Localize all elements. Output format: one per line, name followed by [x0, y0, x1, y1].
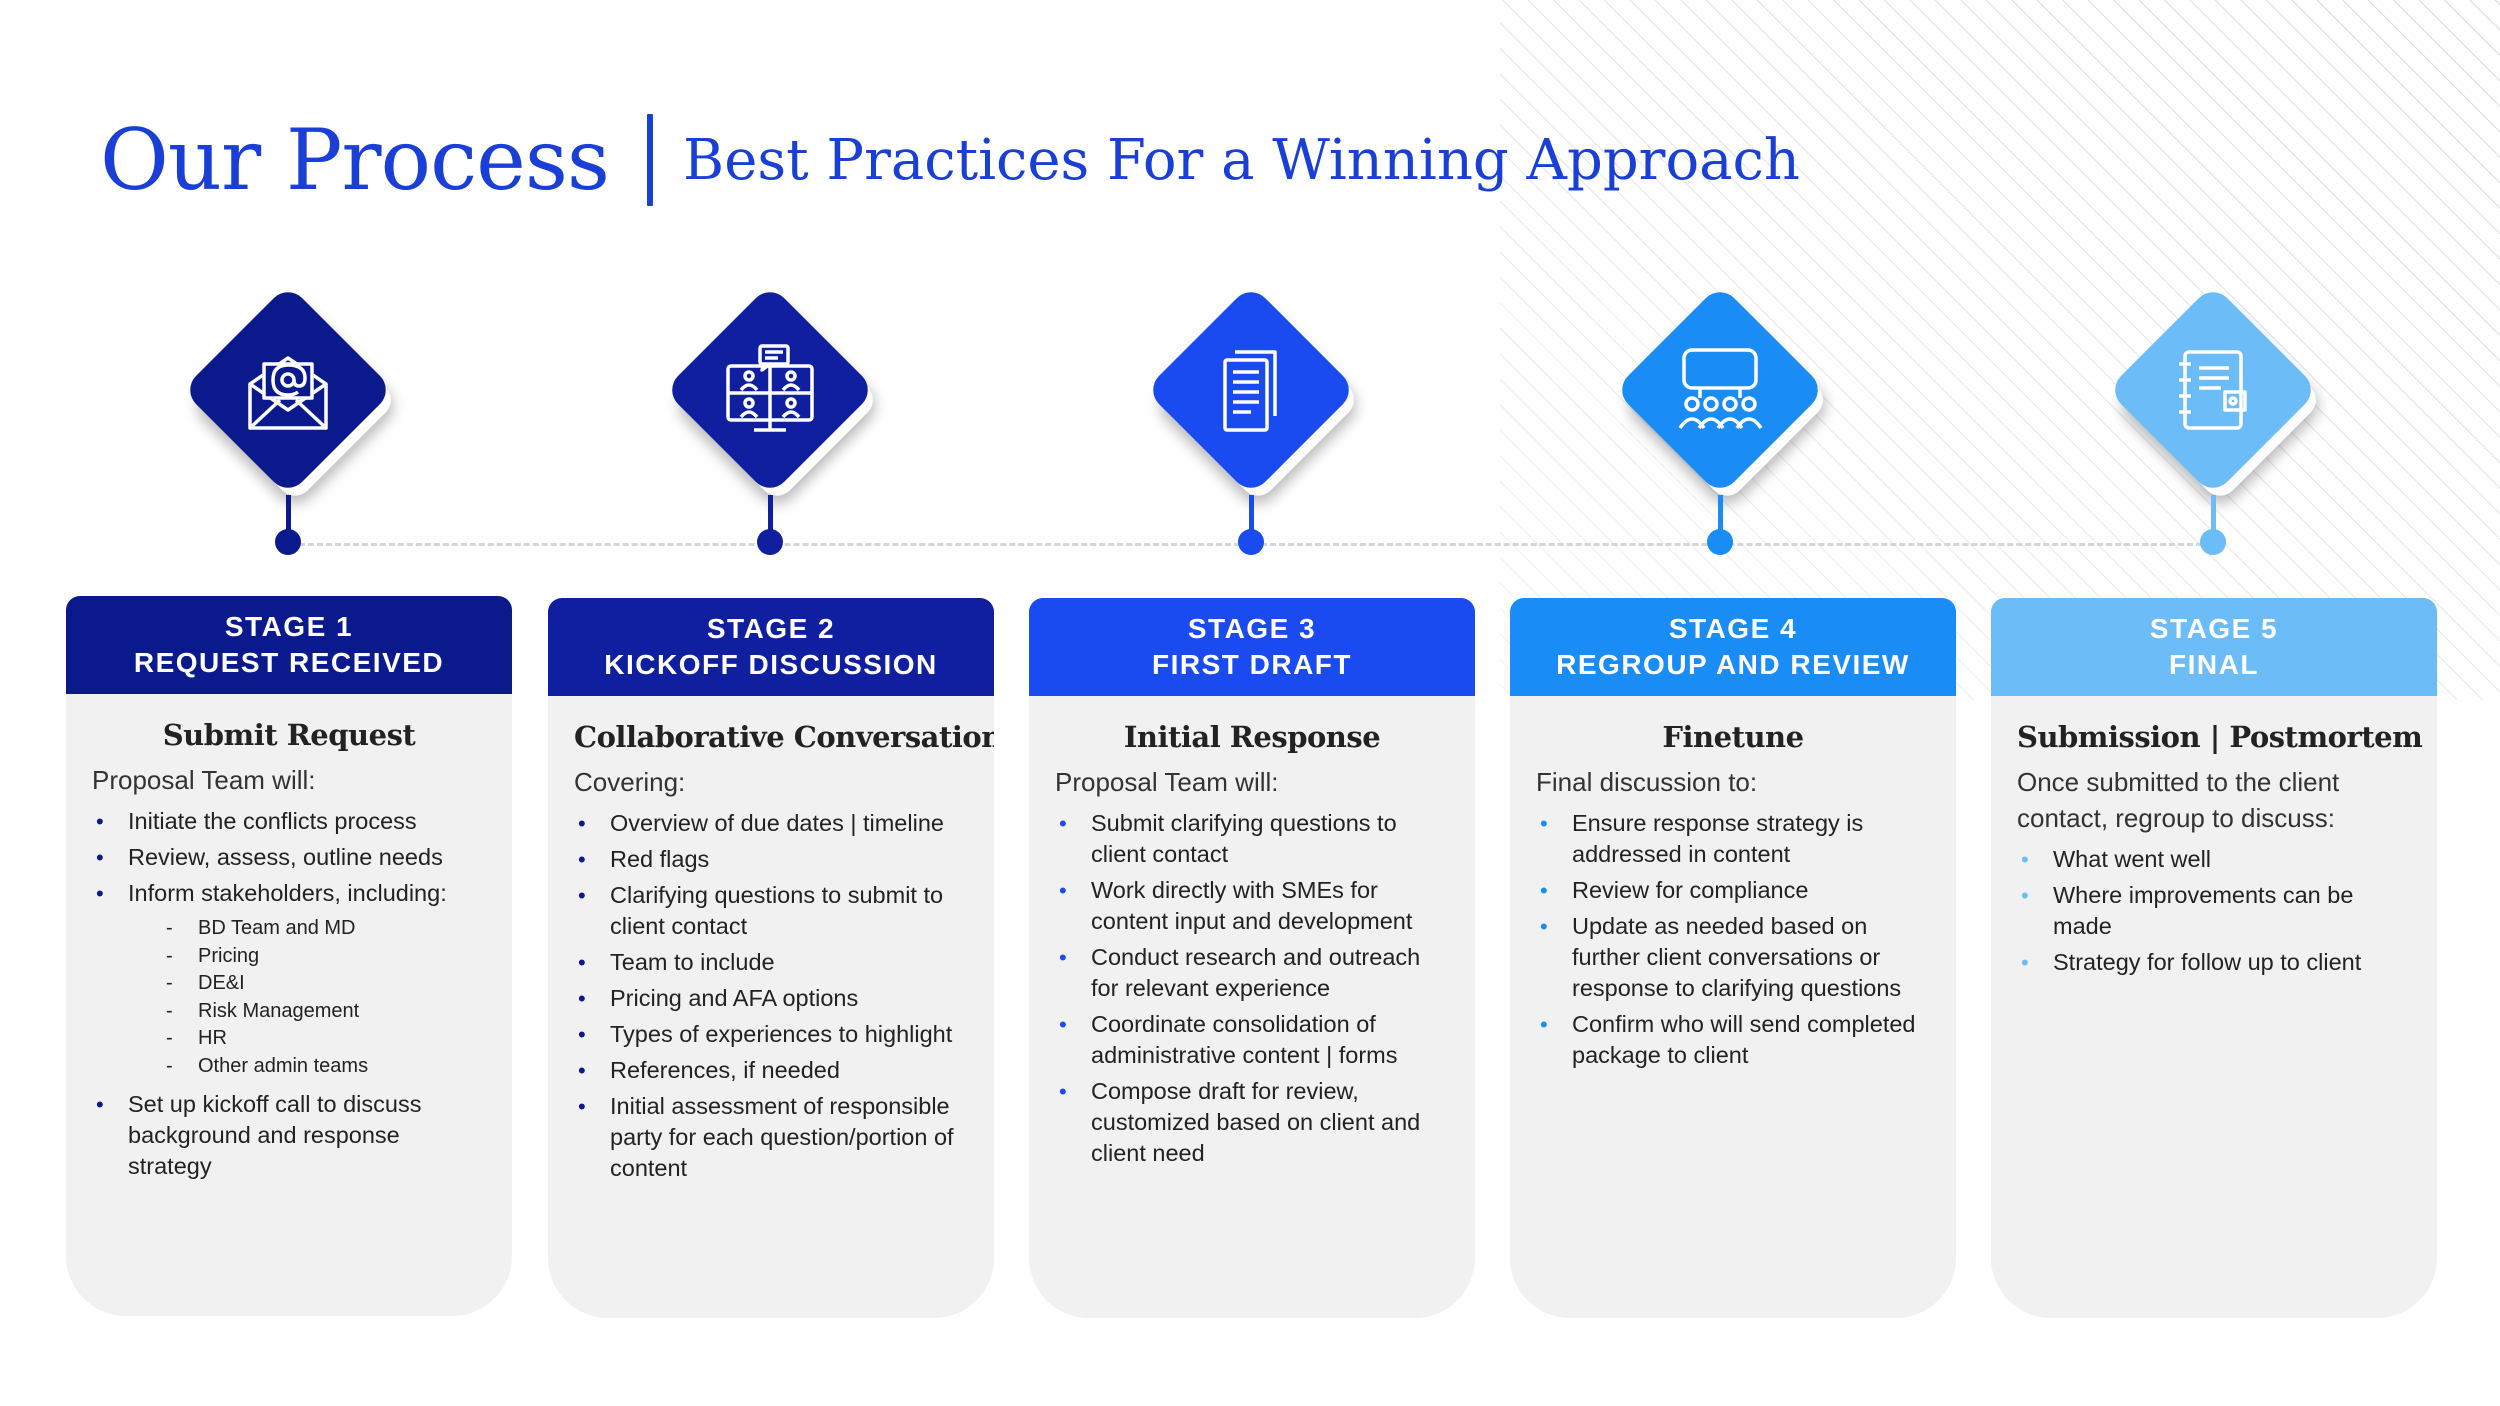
- page-subtitle: Best Practices For a Winning Approach: [683, 127, 1800, 193]
- stage-1-card: STAGE 1 REQUEST RECEIVED Submit Request …: [66, 596, 512, 1316]
- stage-name: REGROUP AND REVIEW: [1556, 649, 1910, 680]
- stage-3-card: STAGE 3 FIRST DRAFT Initial Response Pro…: [1029, 598, 1475, 1318]
- stage-5-header: STAGE 5 FINAL: [1991, 598, 2437, 696]
- bullet-list: Submit clarifying questions to client co…: [1055, 808, 1449, 1169]
- card-title: Finetune: [1662, 720, 1804, 754]
- notebook-icon: [2179, 350, 2247, 430]
- card-intro: Final discussion to:: [1536, 767, 1758, 797]
- list-item: Red flags: [574, 844, 968, 875]
- list-item: Clarifying questions to submit to client…: [574, 880, 968, 942]
- stage-1-dot: [275, 529, 301, 555]
- list-item: Types of experiences to highlight: [574, 1019, 968, 1050]
- stage-name: FIRST DRAFT: [1151, 649, 1353, 680]
- list-item: Team to include: [574, 947, 968, 978]
- list-item: Ensure response strategy is addressed in…: [1536, 808, 1930, 870]
- stage-name: REQUEST RECEIVED: [133, 647, 445, 678]
- bullet-list: Overview of due dates | timeline Red fla…: [574, 808, 968, 1184]
- list-item: Compose draft for review, customized bas…: [1055, 1076, 1449, 1169]
- list-item: Submit clarifying questions to client co…: [1055, 808, 1449, 870]
- email-envelope-icon: [248, 356, 328, 430]
- list-item: Initiate the conflicts process: [92, 806, 486, 837]
- list-item: Coordinate consolidation of administrati…: [1055, 1009, 1449, 1071]
- list-item: Set up kickoff call to discuss backgroun…: [92, 1089, 486, 1182]
- list-item: Overview of due dates | timeline: [574, 808, 968, 839]
- stage-name: FINAL: [2169, 649, 2259, 680]
- bullet-list: Initiate the conflicts process Review, a…: [92, 806, 486, 1182]
- card-intro: Proposal Team will:: [92, 765, 316, 795]
- stage-3-marker: [1091, 283, 1411, 565]
- stage-5-dot: [2200, 529, 2226, 555]
- stage-4-header: STAGE 4 REGROUP AND REVIEW: [1510, 598, 1956, 696]
- card-title: Initial Response: [1123, 720, 1381, 754]
- stage-label: STAGE 5: [2149, 613, 2279, 644]
- bullet-list: Ensure response strategy is addressed in…: [1536, 808, 1930, 1071]
- stage-3-dot: [1238, 529, 1264, 555]
- group-discussion-icon: [1678, 348, 1763, 430]
- sub-list-item: DE&I: [128, 970, 486, 998]
- video-conference-icon: [726, 344, 814, 432]
- stage-3-stem: [1248, 495, 1254, 533]
- stage-5-stem: [2210, 495, 2216, 533]
- list-item: Where improvements can be made: [2017, 880, 2411, 942]
- list-item: Initial assessment of responsible party …: [574, 1091, 968, 1184]
- list-item: Conduct research and outreach for releva…: [1055, 942, 1449, 1004]
- list-item: What went well: [2017, 844, 2411, 875]
- stage-4-stem: [1717, 495, 1723, 533]
- stage-5-marker: [2053, 283, 2373, 565]
- stage-label: STAGE 1: [224, 611, 354, 642]
- list-item: Confirm who will send completed package …: [1536, 1009, 1930, 1071]
- list-item-text: Inform stakeholders, including:: [128, 880, 447, 906]
- stage-label: STAGE 2: [706, 613, 836, 644]
- card-title: Submit Request: [162, 718, 416, 752]
- stage-2-marker: [610, 283, 930, 565]
- sub-list-item: Risk Management: [128, 998, 486, 1026]
- stage-2-card: STAGE 2 KICKOFF DISCUSSION Collaborative…: [548, 598, 994, 1318]
- stage-1-marker: [128, 283, 448, 565]
- stage-4-card: STAGE 4 REGROUP AND REVIEW Finetune Fina…: [1510, 598, 1956, 1318]
- sub-list-item: Other admin teams: [128, 1053, 486, 1081]
- stage-4-dot: [1707, 529, 1733, 555]
- list-item: Review for compliance: [1536, 875, 1930, 906]
- list-item: Pricing and AFA options: [574, 983, 968, 1014]
- stage-5-card: STAGE 5 FINAL Submission | Postmortem On…: [1991, 598, 2437, 1318]
- list-item: Inform stakeholders, including: BD Team …: [92, 878, 486, 1081]
- sub-list-item: Pricing: [128, 943, 486, 971]
- stage-name: KICKOFF DISCUSSION: [604, 649, 938, 680]
- card-intro: Proposal Team will:: [1055, 767, 1279, 797]
- bullet-list: What went well Where improvements can be…: [2017, 844, 2411, 978]
- stage-1-stem: [285, 495, 291, 533]
- stage-label: STAGE 4: [1668, 613, 1798, 644]
- list-item: Update as needed based on further client…: [1536, 911, 1930, 1004]
- stage-4-marker: [1560, 283, 1880, 565]
- page-heading: Our Process Best Practices For a Winning…: [100, 100, 1800, 220]
- page-title: Our Process: [100, 111, 610, 209]
- stage-2-dot: [757, 529, 783, 555]
- card-title: Submission | Postmortem: [2017, 720, 2423, 754]
- title-divider: [647, 114, 654, 206]
- documents-icon: [1223, 350, 1277, 432]
- stage-2-header: STAGE 2 KICKOFF DISCUSSION: [548, 598, 994, 696]
- stage-3-header: STAGE 3 FIRST DRAFT: [1029, 598, 1475, 696]
- sub-list-item: BD Team and MD: [128, 915, 486, 943]
- list-item: Review, assess, outline needs: [92, 842, 486, 873]
- list-item: Work directly with SMEs for content inpu…: [1055, 875, 1449, 937]
- card-intro: Covering:: [574, 767, 686, 797]
- card-title: Collaborative Conversation: [574, 720, 994, 754]
- stage-label: STAGE 3: [1187, 613, 1317, 644]
- stage-1-header: STAGE 1 REQUEST RECEIVED: [66, 596, 512, 694]
- list-item: Strategy for follow up to client: [2017, 947, 2411, 978]
- card-intro: Once submitted to the client contact, re…: [2017, 767, 2340, 833]
- sub-list: BD Team and MD Pricing DE&I Risk Managem…: [128, 915, 486, 1081]
- stage-2-stem: [767, 495, 773, 533]
- list-item: References, if needed: [574, 1055, 968, 1086]
- sub-list-item: HR: [128, 1025, 486, 1053]
